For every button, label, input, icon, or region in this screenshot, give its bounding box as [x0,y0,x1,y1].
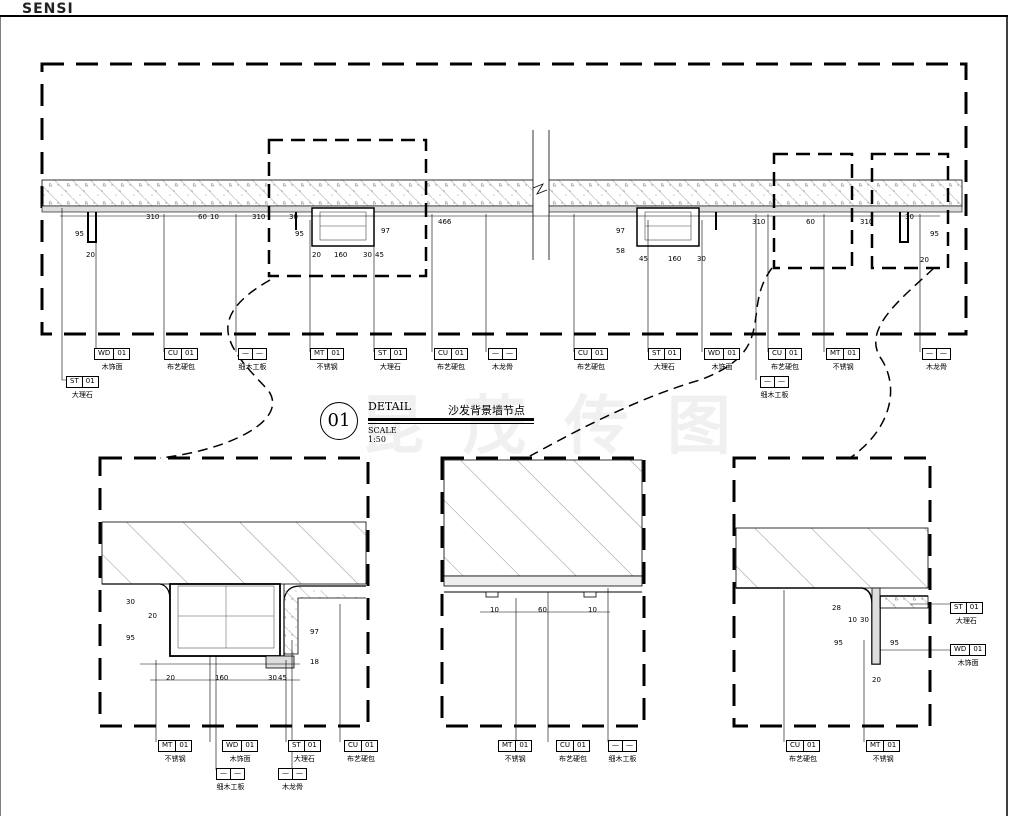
dim-text: 20 [312,251,321,259]
detail-number: 01 [320,402,358,440]
dim-text: 97 [616,227,625,235]
dim-text: 58 [616,247,625,255]
detail2-leaders [515,588,609,742]
dim-text: 310 [252,213,265,221]
sheet-frame [0,15,1008,816]
dim-text: 97 [381,227,390,235]
dim-text: 95 [890,639,899,647]
callout-links [159,267,935,459]
dim-text: 160 [215,674,228,682]
dim-text: 45 [278,674,287,682]
detail-2 [440,456,646,728]
dim-text: 95 [75,230,84,238]
dim-text: 28 [832,604,841,612]
dim-text: 466 [438,218,452,226]
material-tag: ——细木工板 [760,376,789,399]
main-leaders [61,208,921,381]
detail3-leaders [783,590,950,742]
main-plan [40,62,968,336]
material-tag: ——细木工板 [608,740,637,763]
dim-text: 97 [310,628,319,636]
dim-text: 20 [166,674,175,682]
material-tag: ——细木工板 [238,348,267,371]
material-tag: ——木龙骨 [488,348,517,376]
dim-text: 10 [588,606,597,614]
dim-text: 160 [334,251,347,259]
dim-text: 95 [126,634,135,642]
title-underline [368,418,534,421]
dim-text: 310 [752,218,765,226]
dim-text: 95 [295,230,304,238]
dim-text: 95 [834,639,843,647]
dim-text: 10 [210,213,219,221]
dim-text: 60 [806,218,815,226]
dim-text: 310 [860,218,873,226]
drawing-name: 沙发背景墙节点 [448,404,525,417]
dim-text: 30 [289,213,298,221]
dim-text: 310 [146,213,159,221]
dim-text: 20 [872,676,881,684]
dim-text: 95 [930,230,939,238]
dim-text: 30 [697,255,706,263]
watermark: 昆 茂 传 图 [360,390,739,464]
material-tag: ——木龙骨 [278,768,307,796]
logo: SENSI [22,1,74,17]
dim-text: 60 [538,606,547,614]
dim-text: 160 [668,255,681,263]
dim-text: 10 [490,606,499,614]
material-tag: ——木龙骨 [922,348,951,376]
detail-3 [732,456,932,728]
material-tag: ——细木工板 [216,768,245,791]
dim-text: 60 [198,213,207,221]
dim-text: 20 [920,256,929,264]
dim-text: 45 [375,251,384,259]
detail-1 [98,456,370,728]
dim-text: 10 [848,616,857,624]
dim-text: 30 [268,674,277,682]
dim-text: 30 [860,616,869,624]
dim-text: 18 [310,658,319,666]
scale-label: SCALE 1:50 [368,426,397,444]
title-underline-thin [368,423,534,424]
dim-text: 20 [86,251,95,259]
dim-text: 30 [905,213,914,221]
detail-label: DETAIL [368,400,412,413]
dim-text: 20 [148,612,157,620]
dim-text: 30 [126,598,135,606]
dim-text: 45 [639,255,648,263]
dim-text: 30 [363,251,372,259]
